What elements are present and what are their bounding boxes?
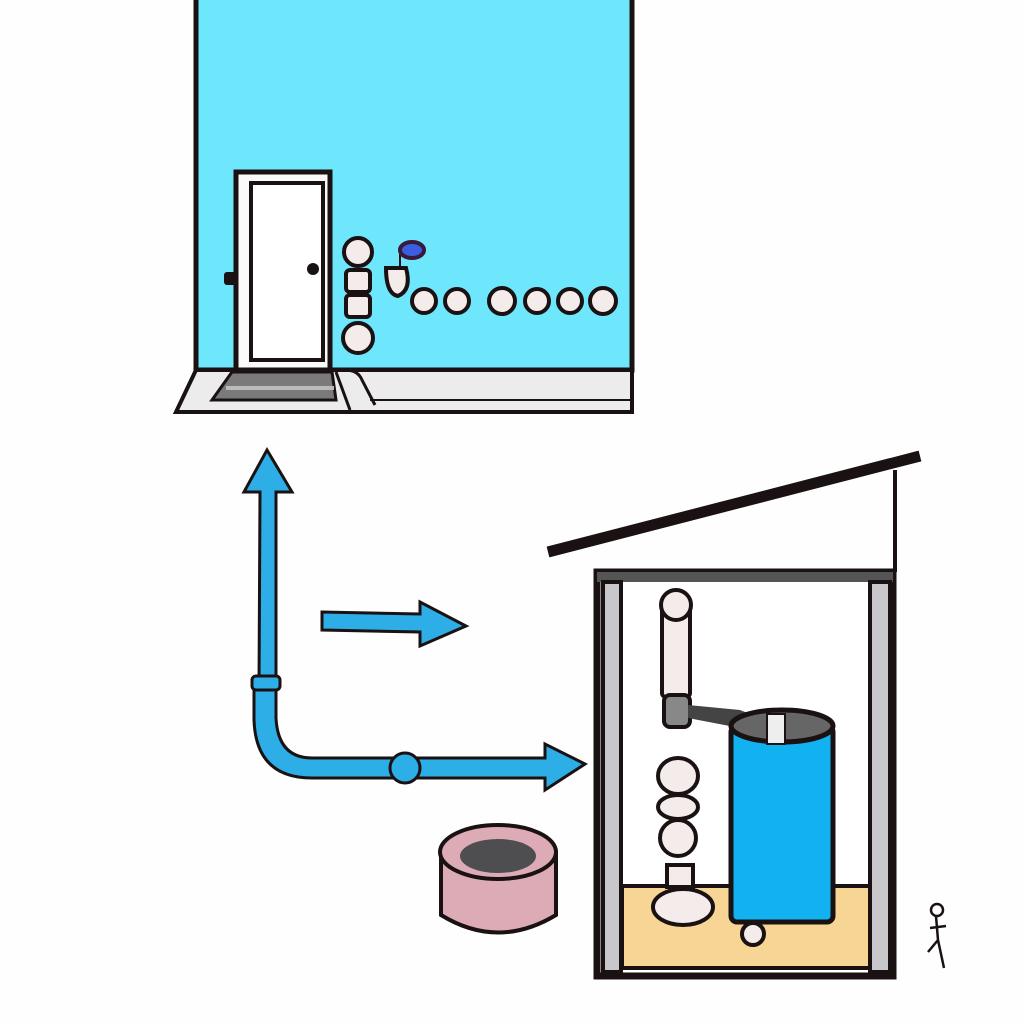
shed-post-left [601,580,623,974]
ball [588,286,618,316]
pipe-joint [250,674,282,692]
ball [341,321,375,355]
arrow-right [320,599,470,649]
weight-base [651,887,715,927]
ball [443,287,471,315]
shed-post-right [868,580,892,974]
pulley-clamp [662,693,692,729]
ball [487,286,517,316]
pipe-valve [388,751,422,785]
door-hinge [224,272,238,285]
floor-edge [344,368,377,406]
shed-roof [546,450,922,558]
weight [656,756,700,796]
flower-pot [383,266,410,299]
weight [656,793,700,821]
bowl-inside [460,839,536,873]
floor-edge [334,371,352,411]
shed-beam [597,572,893,582]
weight [658,818,698,858]
door-knob [307,263,319,275]
ball-row [410,286,618,316]
figure-body [927,915,947,969]
tank-wheel [740,921,766,947]
pipe [252,678,589,793]
ball [523,287,551,315]
water-tank [728,707,836,947]
room [172,0,635,414]
ball-column [341,236,375,355]
ball-segment [344,293,372,319]
flower [398,240,426,260]
bowl [438,823,558,935]
pulley-wheel [659,588,693,622]
weight-block [665,863,695,889]
tank-body [728,723,836,925]
pulley-assembly [651,588,760,927]
arrow-up [241,446,295,690]
arrows [241,446,589,793]
ball [342,236,374,268]
ball [410,287,438,315]
shed [546,450,922,980]
ball [556,287,584,315]
ball-segment [344,268,372,294]
tank-cap [766,713,786,745]
stick-figure [927,902,947,969]
